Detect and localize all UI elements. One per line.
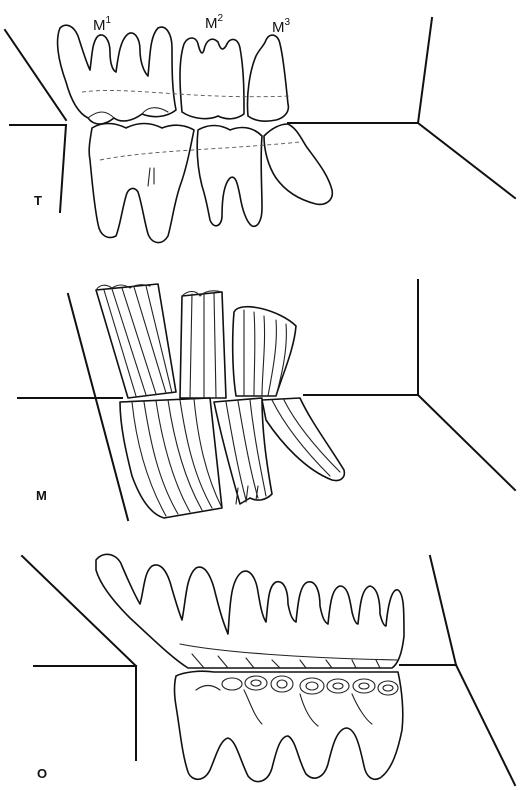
lower-molar-row-o	[175, 671, 403, 781]
tooth-labels: M1 M2 M3	[93, 13, 291, 36]
label-m2: M2	[205, 13, 224, 32]
panel-o: O	[22, 554, 515, 785]
panel-label-o: O	[37, 766, 47, 781]
label-m1: M1	[93, 15, 112, 34]
upper-molar-m2	[180, 38, 244, 119]
panel-m: M	[18, 280, 515, 520]
upper-molar-m1-side	[96, 284, 176, 398]
lower-molar-1	[89, 124, 194, 243]
upper-molar-row-m	[96, 284, 296, 398]
panel-label-t: T	[34, 193, 42, 208]
occlusal-cusp-rings	[222, 676, 398, 695]
lower-molar-2	[197, 126, 262, 227]
upper-molar-cusp-row-o	[96, 554, 404, 668]
panel-o-axes	[22, 556, 515, 785]
upper-molar-m1	[58, 25, 176, 124]
upper-molar-m3	[247, 35, 288, 121]
lower-molar-3	[264, 124, 332, 204]
panel-label-m: M	[36, 488, 47, 503]
lower-molar-row-m	[120, 398, 344, 518]
upper-molar-row-t	[58, 25, 290, 124]
label-m3: M3	[272, 17, 291, 36]
panel-t: M1 M2 M3 T	[5, 13, 515, 243]
lower-molar-3-side	[262, 398, 344, 481]
lower-molar-row-t	[89, 124, 332, 243]
upper-molar-row-o	[96, 554, 404, 668]
upper-molar-m2-side	[180, 292, 226, 398]
